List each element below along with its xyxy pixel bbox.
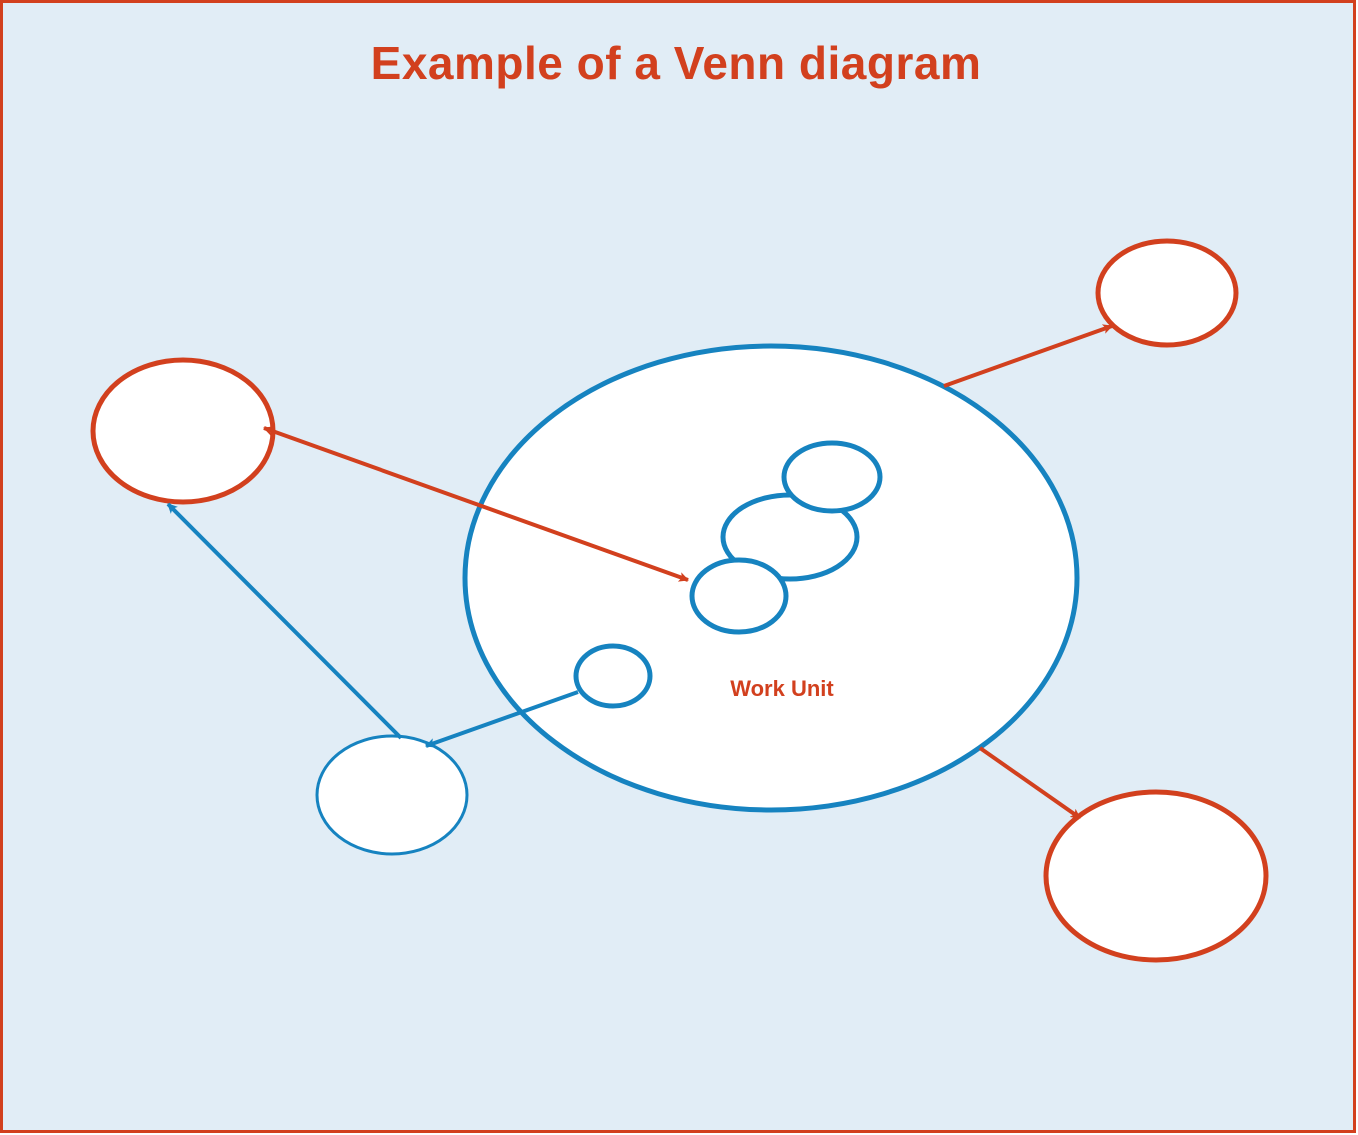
- page-title: Example of a Venn diagram: [370, 37, 982, 89]
- inner-bottom-left-circle: [573, 643, 653, 709]
- left-circle: [90, 357, 276, 505]
- connector-to-bottom-right: [978, 746, 1082, 820]
- connector-inner-to-bottom-left: [425, 690, 579, 748]
- bottom-left-circle: [315, 734, 469, 856]
- inner-lower-circle: [689, 557, 789, 635]
- top-right-circle: [1095, 238, 1239, 348]
- connector-left-to-inner: [263, 426, 689, 582]
- bottom-right-circle: [1043, 789, 1269, 963]
- connector-to-top-right: [943, 324, 1113, 388]
- work-unit-label: Work Unit: [730, 676, 834, 701]
- inner-top-circle: [781, 440, 883, 514]
- connector-bottom-left-to-left: [166, 502, 403, 740]
